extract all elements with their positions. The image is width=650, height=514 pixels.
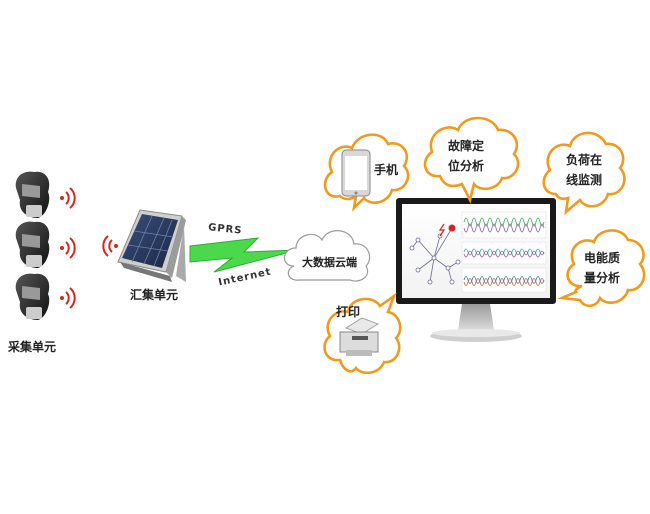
- network-nodes: [409, 233, 461, 285]
- network-graph: [411, 227, 459, 283]
- fault-bolt-icon: [438, 223, 446, 237]
- print-cloud-label: 打印: [336, 305, 361, 319]
- waveform-panel: [461, 211, 547, 293]
- wifi-icon: [60, 187, 76, 309]
- fault-cloud-label-1: 故障定: [448, 139, 485, 153]
- fault-cloud: [423, 116, 520, 204]
- printer-icon: [339, 317, 379, 356]
- power-quality-cloud-label-2: 量分析: [584, 271, 621, 285]
- collection-unit-label: 采集单元: [8, 340, 57, 354]
- load-cloud-label-1: 负荷在: [566, 153, 603, 167]
- gprs-lightning-icon: [189, 237, 299, 273]
- sensor-2: [15, 221, 50, 268]
- big-data-cloud-label: 大数据云端: [302, 256, 357, 269]
- sensor-1: [15, 171, 50, 218]
- phone-cloud-label: 手机: [374, 163, 399, 177]
- aggregation-unit-label: 汇集单元: [130, 288, 179, 302]
- fault-cloud-label-2: 位分析: [448, 159, 485, 173]
- fault-node-icon: [448, 224, 456, 232]
- phone-icon: [341, 149, 371, 197]
- power-quality-cloud: [556, 229, 646, 308]
- wifi-icon-aggregation: [102, 235, 118, 257]
- sensor-3: [15, 273, 50, 320]
- load-cloud: [542, 131, 626, 216]
- load-cloud-label-2: 线监测: [566, 173, 603, 187]
- power-quality-cloud-label-1: 电能质: [584, 251, 621, 265]
- solar-panel-unit: [117, 209, 186, 282]
- big-data-cloud-shape: [283, 230, 371, 282]
